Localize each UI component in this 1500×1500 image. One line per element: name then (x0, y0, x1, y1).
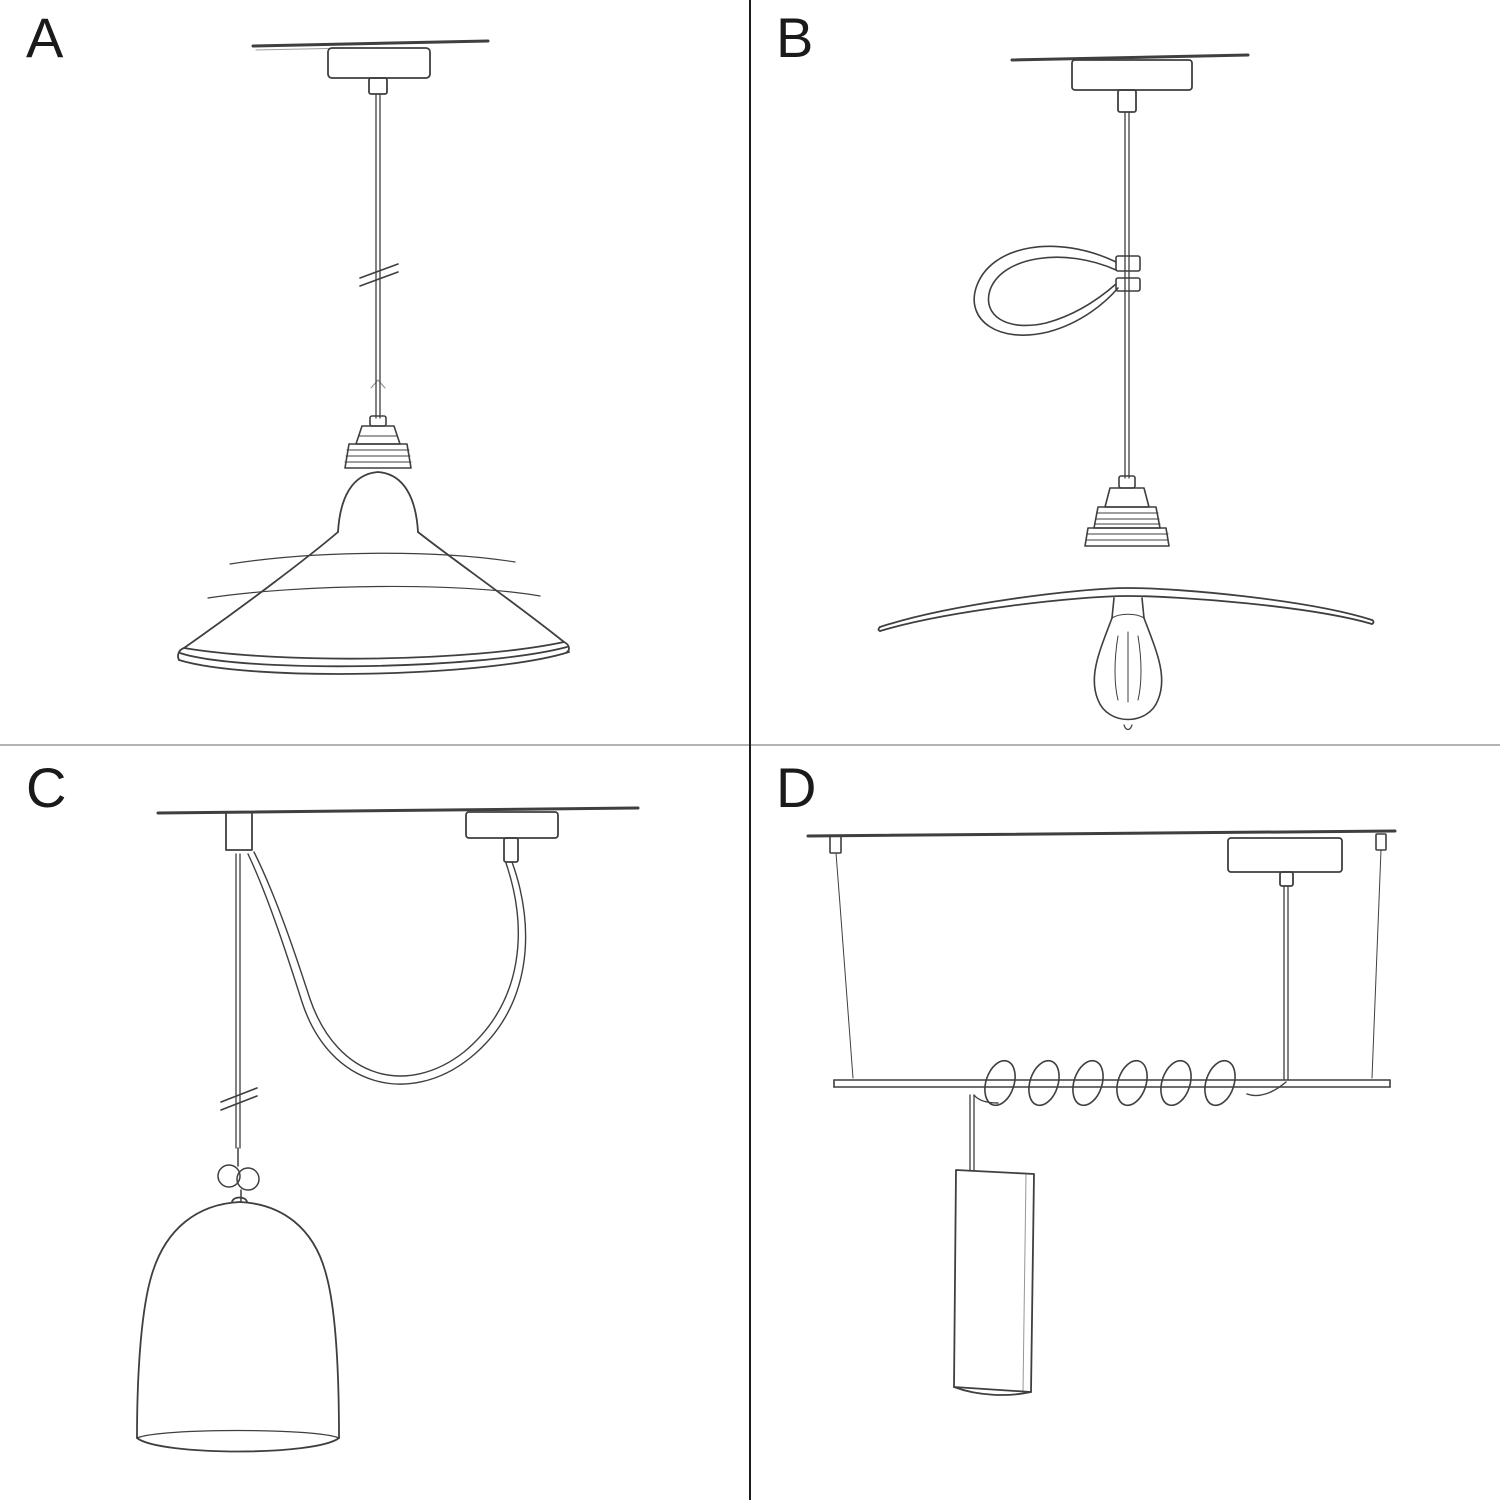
tube-drop-cable (969, 1094, 975, 1172)
panel-a: A (0, 0, 750, 745)
drop-cable (235, 853, 241, 1149)
ceiling-line (156, 806, 640, 815)
panel-c-label: C (26, 756, 68, 819)
vertical-divider (749, 0, 751, 1500)
panel-c: C (0, 750, 750, 1495)
lamp-holder (344, 415, 412, 469)
suspension-wires (835, 849, 1382, 1079)
ceiling-rose (327, 47, 431, 95)
ceiling-rose (465, 811, 559, 863)
flat-plate-shade (877, 587, 1375, 632)
pendant-cable (1124, 111, 1130, 479)
panel-a-label: A (26, 6, 65, 69)
tube-shade (953, 1169, 1035, 1396)
ceiling-hook (225, 811, 253, 851)
cable-length-break-marks (220, 1087, 258, 1111)
ceiling-rose (1227, 837, 1343, 887)
pendant-cable (370, 93, 386, 419)
bistro-shade (177, 471, 570, 675)
cable-knot (217, 1147, 260, 1203)
cable-length-break-marks (359, 263, 399, 287)
swag-cable (247, 851, 527, 1085)
light-bulb (1093, 597, 1163, 731)
panel-d: D (750, 750, 1500, 1495)
decorative-cable-loop (973, 245, 1119, 336)
suspension-hangers (829, 833, 1387, 854)
ceiling-line (806, 829, 1397, 838)
coiled-cable-on-bar (973, 1059, 1236, 1107)
bell-dome-shade (136, 1196, 340, 1453)
lamp-holder (1084, 475, 1170, 547)
swag-pendant-bell-shade-sketch (136, 806, 640, 1453)
cable-clip (1115, 255, 1141, 292)
panel-d-label: D (776, 756, 818, 819)
horizontal-bar (833, 1079, 1391, 1088)
pendant-clip-loop-flat-shade-bulb-sketch (877, 53, 1375, 731)
bar-coiled-cable-tube-shade-sketch (806, 829, 1397, 1396)
panel-b: B (750, 0, 1500, 745)
ceiling-line (1010, 53, 1250, 62)
ceiling-rose (1071, 59, 1193, 113)
rose-drop-cable (1246, 885, 1289, 1097)
pendant-straight-drop-bistro-shade-sketch (177, 39, 570, 675)
panel-b-label: B (776, 6, 815, 69)
